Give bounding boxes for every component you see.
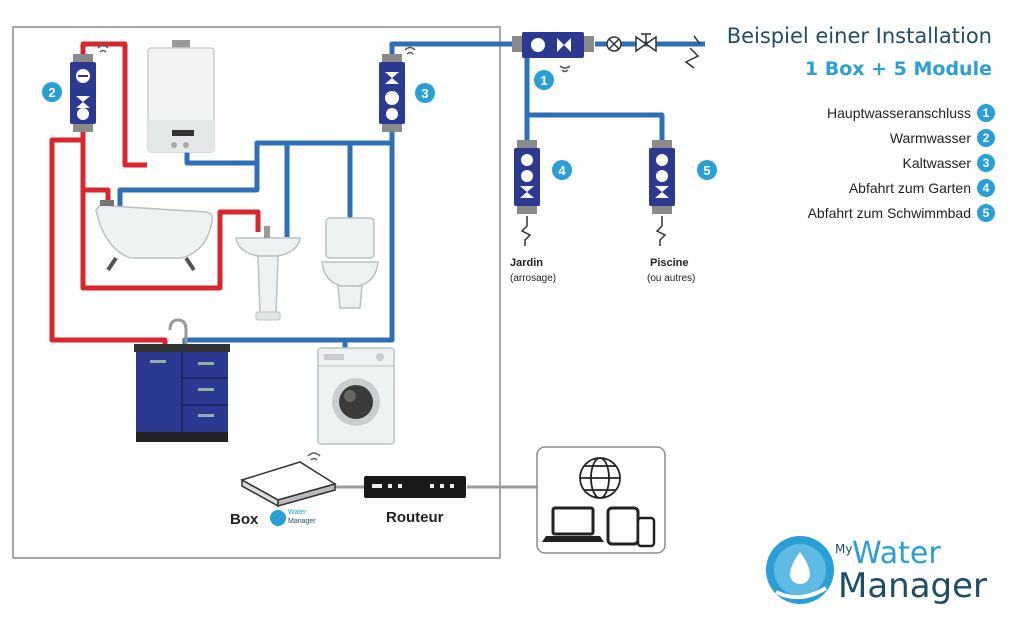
legend-label: Abfahrt zum Garten: [848, 179, 971, 196]
piscine-label: Piscine: [650, 257, 689, 269]
main-valve: [606, 33, 701, 69]
svg-text:3: 3: [421, 86, 428, 101]
internet-devices-frame: [536, 446, 666, 554]
module-5-badge: 5: [697, 160, 717, 180]
legend-item: Hauptwasseranschluss 1: [700, 100, 995, 125]
router-label: Routeur: [386, 509, 444, 526]
svg-text:Water: Water: [288, 509, 307, 516]
laptop-icon: [542, 506, 604, 542]
page-title: Beispiel einer Installation: [726, 24, 992, 48]
sink-icon: [235, 226, 301, 321]
water-drop-icon: [766, 536, 834, 604]
legend-item: Abfahrt zum Garten 4: [700, 175, 995, 200]
jardin-sublabel: (arrosage): [510, 273, 556, 284]
module-4-badge: 4: [552, 160, 572, 180]
logo-manager-text: Manager: [838, 566, 988, 606]
module-3-badge: 3: [415, 83, 435, 103]
svg-text:2: 2: [48, 85, 55, 100]
module-2: [70, 44, 109, 132]
module-1-badge: 1: [534, 70, 554, 90]
module-3: [379, 46, 416, 132]
legend-label: Warmwasser: [889, 129, 971, 146]
legend-badge: 4: [977, 178, 995, 197]
legend-label: Hauptwasseranschluss: [827, 104, 971, 121]
legend-label: Kaltwasser: [902, 154, 971, 171]
svg-text:1: 1: [540, 73, 547, 88]
logo-my-text: My: [835, 542, 853, 556]
logo-water-text: Water: [852, 536, 941, 571]
legend-badge: 2: [977, 128, 995, 147]
legend: Hauptwasseranschluss 1 Warmwasser 2 Kalt…: [700, 100, 995, 225]
legend-item: Warmwasser 2: [700, 125, 995, 150]
svg-text:4: 4: [558, 163, 566, 178]
legend-label: Abfahrt zum Schwimmbad: [807, 204, 971, 221]
svg-text:Manager: Manager: [288, 518, 316, 525]
legend-badge: 1: [977, 103, 995, 122]
toilet-icon: [321, 217, 379, 309]
module-4: [514, 140, 540, 246]
globe-icon: [579, 457, 621, 499]
box-label: Box: [230, 511, 259, 528]
jardin-label: Jardin: [510, 257, 543, 269]
module-1: [512, 32, 594, 73]
router-icon: [364, 476, 466, 498]
tablet-icon: [606, 506, 640, 546]
box-logo-icon: Water Manager: [270, 509, 316, 526]
brand-logo: My Water Manager: [762, 530, 1002, 610]
legend-item: Abfahrt zum Schwimmbad 5: [700, 200, 995, 225]
boiler-icon: [147, 40, 215, 153]
module-2-badge: 2: [42, 82, 62, 102]
page-subtitle: 1 Box + 5 Module: [804, 58, 992, 80]
legend-item: Kaltwasser 3: [700, 150, 995, 175]
svg-text:5: 5: [703, 163, 710, 178]
phone-icon: [636, 516, 656, 548]
bathtub-icon: [95, 200, 214, 272]
piscine-sublabel: (ou autres): [647, 273, 695, 284]
box-device-icon: [240, 452, 337, 508]
legend-badge: 3: [977, 153, 995, 172]
module-5: [649, 140, 675, 246]
house-frame: [12, 26, 501, 559]
legend-badge: 5: [977, 203, 995, 222]
kitchen-cabinet-icon: [134, 318, 230, 442]
washing-machine-icon: [317, 347, 395, 445]
